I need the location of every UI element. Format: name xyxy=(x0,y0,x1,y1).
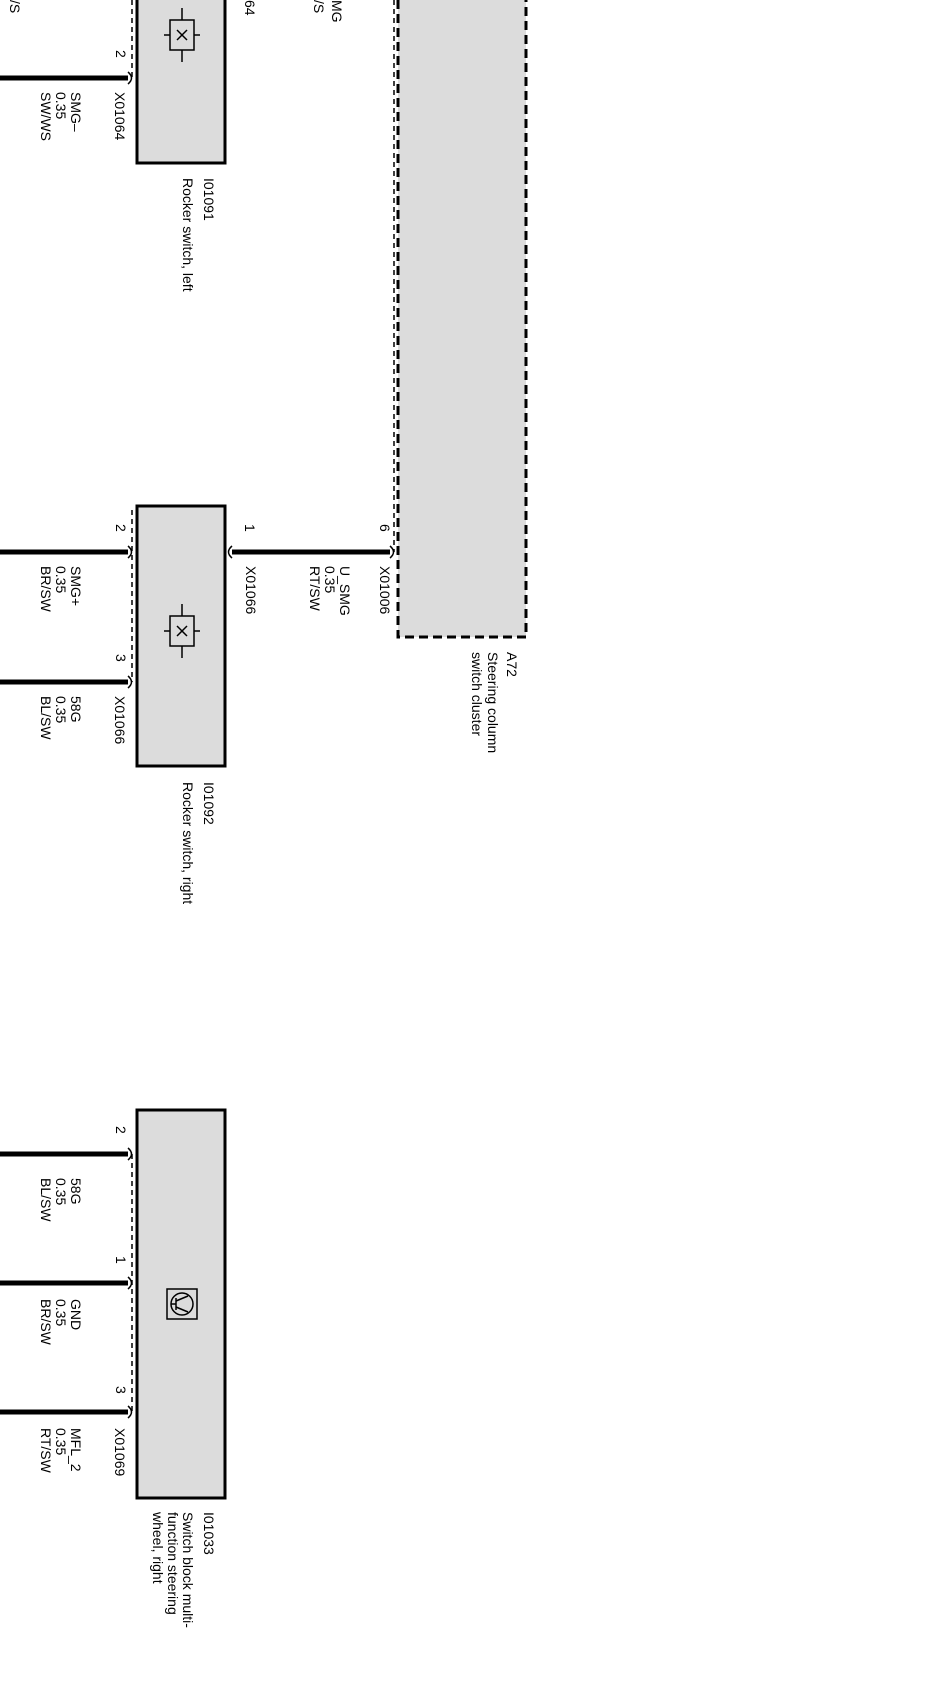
wire-58g-rocker-size: 0.35 xyxy=(53,696,69,723)
a72-name-line2: switch cluster xyxy=(469,652,485,736)
a72-pin-number: 6 xyxy=(377,524,393,532)
wire-smg-plus-color: BR/SW xyxy=(38,566,54,613)
switch-block-name-line3: wheel, right xyxy=(150,1511,166,1584)
rocker-left-pin2-terminal xyxy=(127,71,133,85)
wire-58g-rocker-color: BL/SW xyxy=(38,696,54,740)
partial-label-b: MG xyxy=(329,0,345,23)
wire-smg-plus-signal: SMG+ xyxy=(68,566,84,606)
wire-58g-switch-block-signal: 58G xyxy=(68,1178,84,1204)
partial-label-c: /S xyxy=(311,0,327,13)
a72-component-box xyxy=(396,0,528,639)
wire-58g-switch-block-size: 0.35 xyxy=(53,1178,69,1205)
rocker-right-pin2-terminal xyxy=(127,545,133,559)
switch-block-pin2-number: 2 xyxy=(113,1126,129,1134)
rocker-left-id: I01091 xyxy=(201,178,217,221)
wire-gnd-signal: GND xyxy=(68,1299,84,1330)
rocker-right-pin2-number: 2 xyxy=(113,524,129,532)
switch-block-pin3-terminal xyxy=(127,1405,133,1419)
wire-u-smg-color: RT/SW xyxy=(307,566,323,612)
a72-connector-id: X01006 xyxy=(377,566,393,614)
wire-mfl-2-signal: MFL_2 xyxy=(68,1428,84,1472)
rocker-left-switch-icon xyxy=(164,8,200,62)
rocker-left-wire-size: 0.35 xyxy=(53,92,69,119)
partial-label-a: /S xyxy=(7,0,23,13)
rocker-left-pin2-number: 2 xyxy=(113,50,129,58)
rocker-right-id: I01092 xyxy=(201,782,217,825)
wire-smg-plus-size: 0.35 xyxy=(53,566,69,593)
rocker-right-connector-id-lower: X01066 xyxy=(112,696,128,744)
rocker-left-wire-color: SW/WS xyxy=(38,92,54,141)
rocker-right-switch-icon xyxy=(164,604,200,658)
switch-block-pin3-number: 3 xyxy=(113,1386,129,1394)
rocker-right-pin1-terminal xyxy=(227,545,233,559)
a72-pin6-terminal xyxy=(389,545,395,559)
switch-block-name-line1: Switch block multi- xyxy=(180,1512,196,1628)
rocker-right-pin3-number: 3 xyxy=(113,654,129,662)
switch-block-pin1-number: 1 xyxy=(113,1256,129,1264)
rocker-left-wire-signal: SMG– xyxy=(68,92,84,132)
rocker-left-name: Rocker switch, left xyxy=(180,178,196,292)
wire-u-smg-signal: U_SMG xyxy=(337,566,353,616)
wire-58g-switch-block-color: BL/SW xyxy=(38,1178,54,1222)
switch-block-connector-id: X01069 xyxy=(112,1428,128,1476)
a72-name-line1: Steering column xyxy=(485,652,501,753)
switch-block-name-line2: function steering xyxy=(165,1512,181,1615)
rocker-right-name: Rocker switch, right xyxy=(180,782,196,904)
wire-gnd-color: BR/SW xyxy=(38,1299,54,1346)
switch-block-pin1-terminal xyxy=(127,1276,133,1290)
rocker-left-connector-id: X01064 xyxy=(112,92,128,140)
wire-gnd-size: 0.35 xyxy=(53,1299,69,1326)
a72-id: A72 xyxy=(504,652,520,677)
switch-block-pin2-terminal xyxy=(127,1147,133,1161)
wire-u-smg-size: 0.35 xyxy=(322,566,338,593)
partial-label-d: 64 xyxy=(242,0,258,16)
rocker-right-pin3-terminal xyxy=(127,675,133,689)
switch-block-transistor-icon xyxy=(166,1288,198,1320)
wire-mfl-2-color: RT/SW xyxy=(38,1428,54,1474)
switch-block-id: I01033 xyxy=(201,1512,217,1555)
rocker-right-pin1-number: 1 xyxy=(242,524,258,532)
wire-mfl-2-size: 0.35 xyxy=(53,1428,69,1455)
rocker-right-connector-id-upper: X01066 xyxy=(243,566,259,614)
wire-58g-rocker-signal: 58G xyxy=(68,696,84,722)
